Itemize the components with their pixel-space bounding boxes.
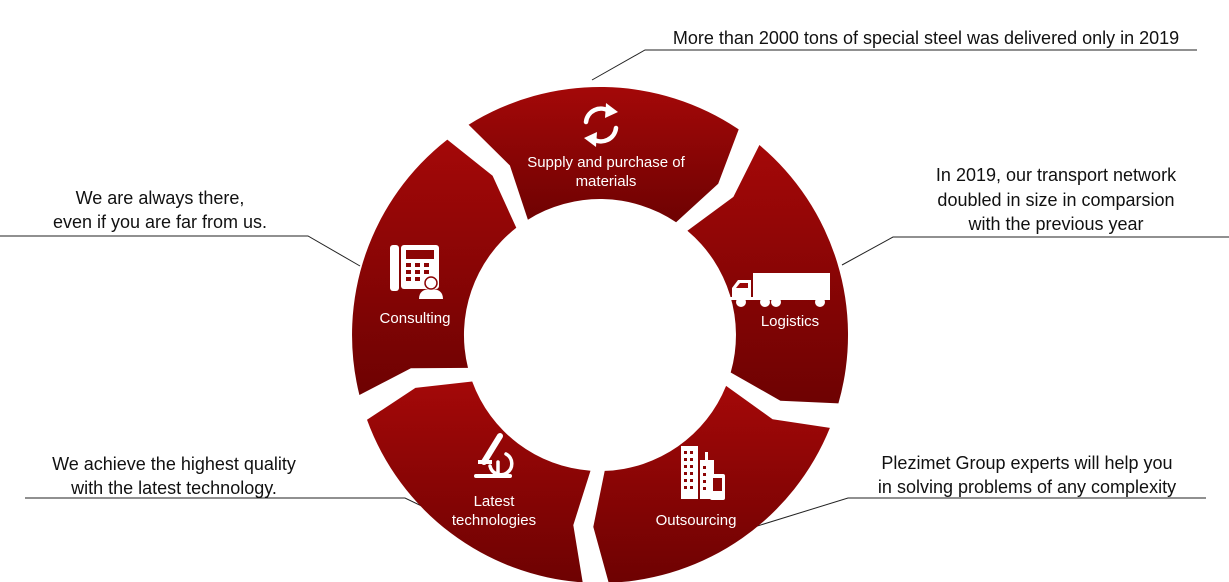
leader-line-outsourcing (737, 497, 1206, 533)
truck-icon (730, 273, 830, 307)
note-latest-line-2: with the latest technology. (71, 478, 277, 498)
segment-label-latest: Latest technologies (451, 493, 537, 529)
note-supply: More than 2000 tons of special steel was… (672, 28, 1180, 48)
segment-label-logistics: Logistics (760, 313, 820, 330)
note-latest-line-1: We achieve the highest quality (52, 454, 296, 474)
note-logistics-line-2: doubled in size in comparsion (937, 190, 1175, 210)
leader-line-logistics (841, 236, 1229, 266)
buildings-phone-icon (681, 446, 725, 500)
note-outsourcing-line-1: Plezimet Group experts will help you (881, 453, 1173, 473)
office-phone-person-icon (390, 245, 443, 299)
note-logistics-line-1: In 2019, our transport network (935, 165, 1177, 185)
segment-latest (367, 381, 591, 582)
note-logistics-line-3: with the previous year (968, 214, 1144, 234)
leader-line-consulting (0, 235, 361, 267)
ring-center (472, 207, 728, 463)
segment-label-supply: Supply and purchase of materials (527, 154, 685, 190)
leader-line-supply (591, 49, 1197, 81)
microscope-icon (474, 433, 514, 478)
note-consulting-line-1: We are always there, (75, 188, 245, 208)
segment-label-consulting: Consulting (379, 310, 451, 327)
note-outsourcing-line-2: in solving problems of any complexity (877, 477, 1177, 497)
recycle-arrows-icon (583, 103, 619, 147)
note-consulting-line-2: even if you are far from us. (52, 212, 268, 232)
segment-label-outsourcing: Outsourcing (655, 512, 737, 529)
segment-supply (468, 87, 739, 223)
